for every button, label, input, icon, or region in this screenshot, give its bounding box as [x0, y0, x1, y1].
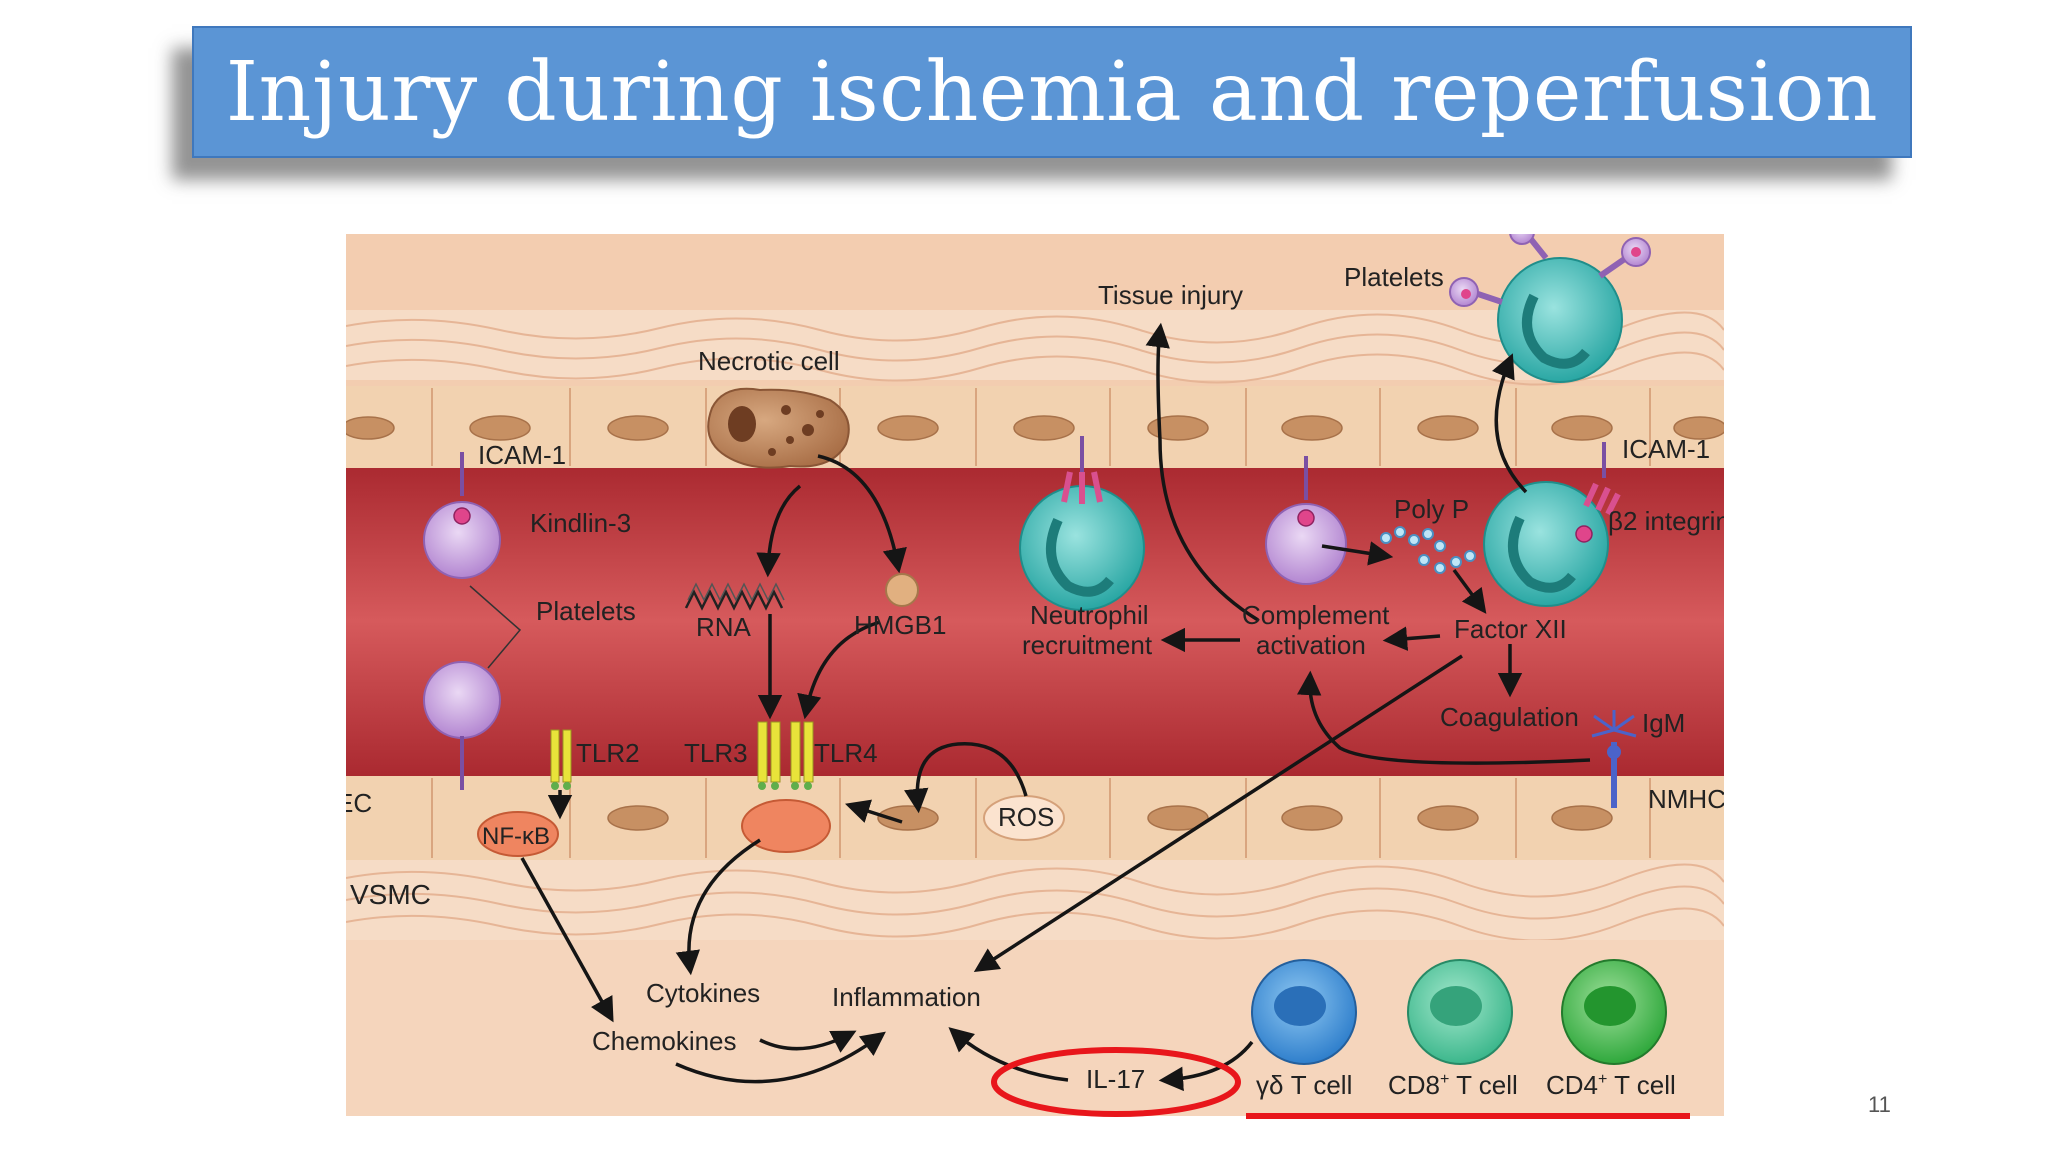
label-rna: RNA — [696, 612, 752, 642]
label-platelets-top: Platelets — [1344, 262, 1444, 292]
label-complement: Complement — [1242, 600, 1390, 630]
neutrophil-platelet-complex — [1449, 234, 1651, 383]
cd8-t-cell — [1407, 959, 1513, 1065]
label-platelets-left: Platelets — [536, 596, 636, 626]
label-cd4-t-cell: CD4+ T cell — [1546, 1070, 1676, 1100]
label-igm: IgM — [1642, 708, 1685, 738]
label-hmgb1: HMGB1 — [854, 610, 946, 640]
label-poly-p: Poly P — [1394, 494, 1469, 524]
title-banner: Injury during ischemia and reperfusion — [192, 26, 1912, 158]
cd4-t-cell — [1561, 959, 1667, 1065]
label-chemokines: Chemokines — [592, 1026, 737, 1056]
tlr2-receptor — [550, 729, 572, 790]
necrotic-cell — [707, 387, 850, 469]
upper-endothelial-cells — [346, 388, 1724, 466]
label-icam1-right: ICAM-1 — [1622, 434, 1710, 464]
platelet-upper-left — [423, 452, 501, 579]
lower-endothelial-cells — [431, 778, 1651, 858]
slide-number: 11 — [1868, 1092, 1891, 1117]
il17-highlight-circle — [991, 1047, 1241, 1117]
label-il17: IL-17 — [1086, 1064, 1145, 1094]
hmgb1-particle — [885, 573, 919, 607]
label-nfkb: NF-κB — [482, 823, 550, 850]
igm-receptor — [1591, 710, 1637, 808]
label-kindlin3: Kindlin-3 — [530, 508, 631, 538]
label-recruitment: recruitment — [1022, 630, 1153, 660]
label-icam1-left: ICAM-1 — [478, 440, 566, 470]
poly-p-chain — [1380, 526, 1476, 574]
label-cd8-t-cell: CD8+ T cell — [1388, 1070, 1518, 1100]
neutrophil-right — [1483, 442, 1621, 607]
tlr-cell-nucleus — [741, 799, 831, 853]
lower-vsmc-pattern — [346, 863, 1724, 942]
slide-title: Injury during ischemia and reperfusion — [225, 44, 1879, 140]
label-ros: ROS — [998, 802, 1054, 832]
label-gd-t-cell: γδ T cell — [1256, 1070, 1352, 1100]
rna-strand — [684, 589, 784, 611]
label-tlr4: TLR4 — [814, 738, 878, 768]
label-cytokines: Cytokines — [646, 978, 760, 1008]
nfkb-nucleus — [477, 811, 559, 857]
tlr3-receptor — [757, 721, 781, 790]
label-necrotic-cell: Necrotic cell — [698, 346, 840, 376]
label-vsmc: VSMC — [350, 879, 431, 910]
neutrophil-middle — [1019, 436, 1145, 611]
platelet-poly-p — [1265, 456, 1347, 585]
figure-panel: Tissue injury Platelets Necrotic cell IC… — [336, 234, 1735, 1116]
tlr4-receptor — [790, 721, 814, 790]
ros-oval — [983, 795, 1065, 841]
label-coagulation: Coagulation — [1440, 702, 1579, 732]
label-inflammation: Inflammation — [832, 982, 981, 1012]
pathway-arrows — [520, 322, 1591, 1092]
platelet-lower-left — [423, 661, 501, 790]
label-b2-integrin: β2 integrin — [1608, 506, 1730, 536]
label-activation: activation — [1256, 630, 1366, 660]
label-neutrophil: Neutrophil — [1030, 600, 1149, 630]
label-tissue-injury: Tissue injury — [1098, 280, 1243, 310]
lower-vsmc-layer — [346, 860, 1724, 940]
label-factor-xii: Factor XII — [1454, 614, 1567, 644]
label-tlr3: TLR3 — [684, 738, 748, 768]
gd-t-cell — [1251, 959, 1357, 1065]
rna-strand-shadow — [687, 582, 785, 602]
platelet-connector — [469, 585, 522, 669]
label-nmhc: NMHC- — [1648, 784, 1735, 814]
label-tlr2: TLR2 — [576, 738, 640, 768]
label-ec: EC — [336, 788, 372, 818]
